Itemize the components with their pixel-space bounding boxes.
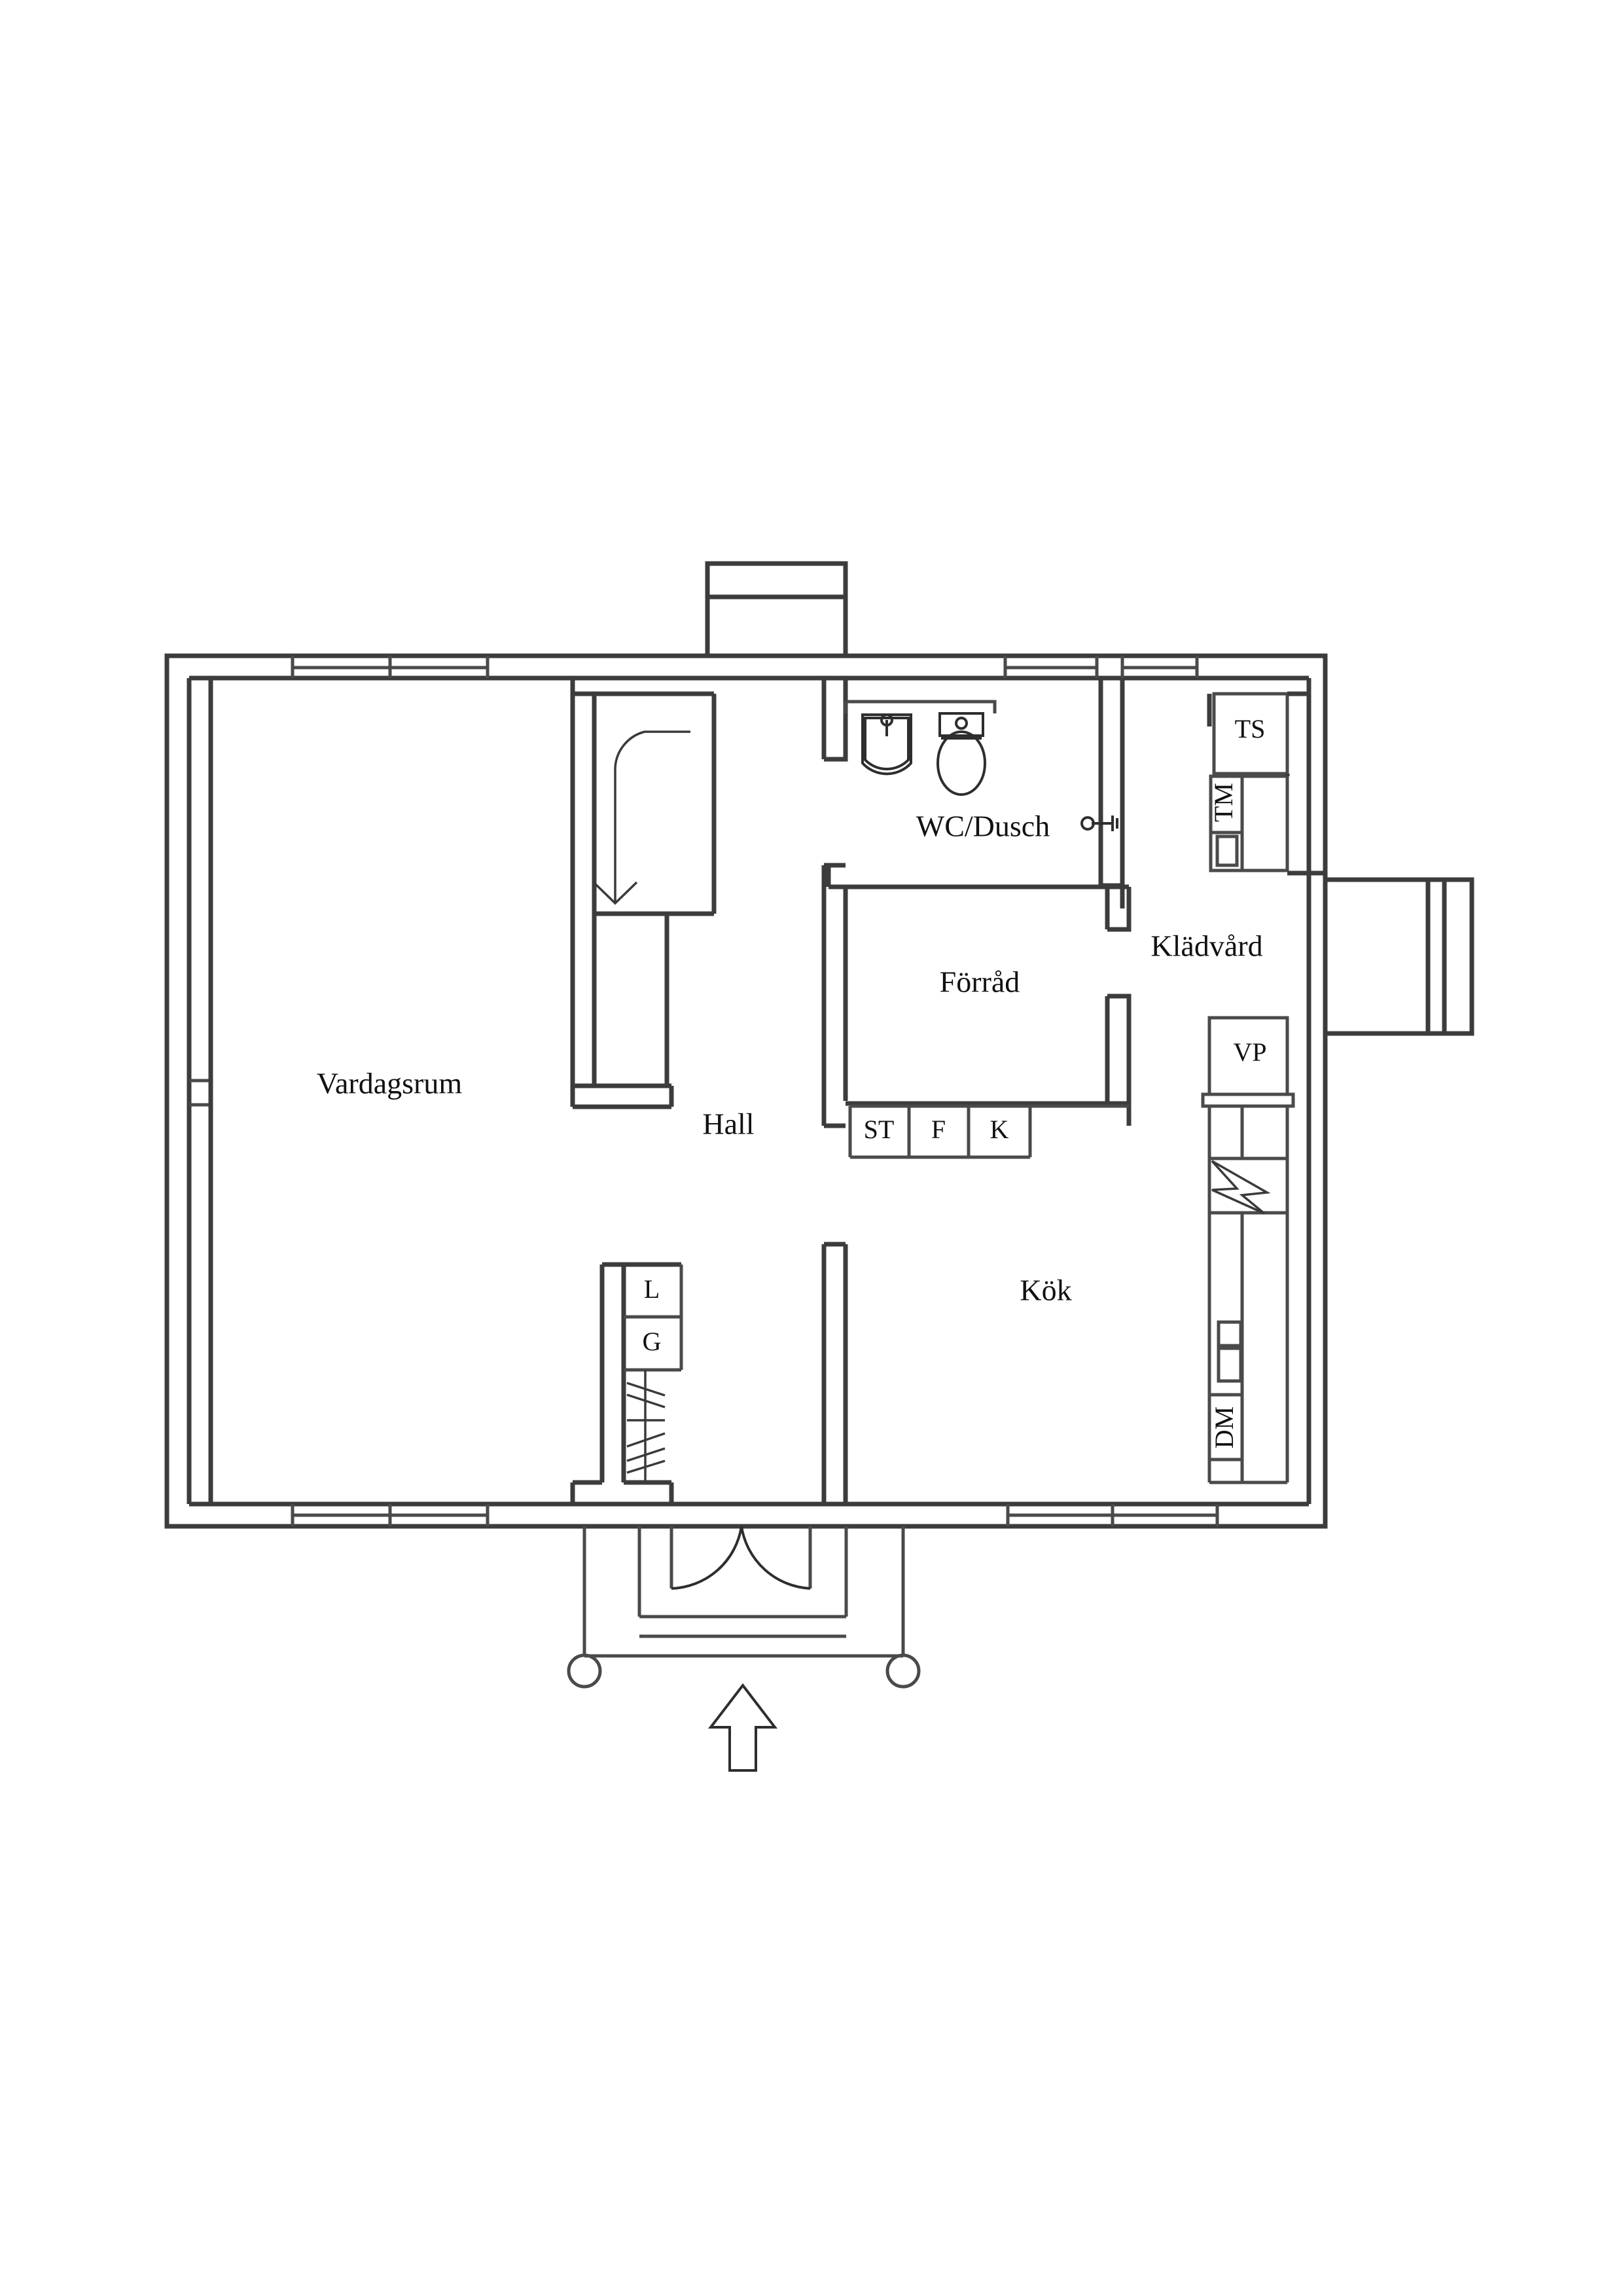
room-label-kladvard: Klädvård xyxy=(1150,929,1262,963)
room-label-forrad: Förråd xyxy=(940,965,1020,999)
hall-closet xyxy=(570,1262,683,1504)
appliance-label-f: F xyxy=(931,1115,946,1144)
porch-post-right xyxy=(885,1653,921,1689)
appliance-label-g: G xyxy=(643,1327,662,1356)
stair-down-arrow-icon xyxy=(592,730,690,905)
window-top-right-group xyxy=(1003,656,1199,678)
chimney-top xyxy=(705,561,848,658)
window-bottom-left-group xyxy=(291,1504,490,1526)
right-deck xyxy=(1323,877,1474,1036)
coat-rack-icon xyxy=(626,1370,666,1482)
kitchen-sink-icon xyxy=(1217,1320,1243,1383)
appliance-label-vp: VP xyxy=(1233,1037,1266,1067)
room-label-wc-dusch: WC/Dusch xyxy=(916,810,1050,843)
appliance-label-ts: TS xyxy=(1235,714,1266,744)
appliance-label-l: L xyxy=(644,1274,660,1304)
forrad-door-jamb xyxy=(1107,884,1132,1126)
building-outer-wall xyxy=(164,653,1328,1529)
appliance-label-st: ST xyxy=(864,1115,895,1144)
appliance-tm-box xyxy=(1209,774,1289,872)
kitchen-cabinet-row xyxy=(848,1104,1129,1159)
left-wall-notch xyxy=(189,1079,213,1107)
window-bottom-right-group xyxy=(1006,1504,1219,1526)
door-handle-icon xyxy=(1080,816,1118,831)
laundry-counter xyxy=(1285,691,1325,876)
room-label-vardagsrum: Vardagsrum xyxy=(317,1067,462,1100)
entrance-porch xyxy=(582,1526,905,1658)
sink-icon xyxy=(861,713,912,776)
room-label-hall: Hall xyxy=(702,1107,754,1141)
room-label-kok: Kök xyxy=(1020,1274,1071,1307)
entrance-up-arrow-icon xyxy=(707,1683,778,1772)
appliance-label-dm: DM xyxy=(1209,1407,1239,1448)
appliance-label-k: K xyxy=(990,1115,1009,1144)
appliance-dm-box xyxy=(1207,1393,1244,1462)
cooktop-icon xyxy=(1211,1160,1271,1215)
porch-post-left xyxy=(567,1653,602,1689)
toilet-icon xyxy=(936,712,986,796)
room-forrad-walls xyxy=(821,863,1110,1126)
stair-enclosure xyxy=(570,691,717,1109)
kok-hall-partition xyxy=(821,1123,848,1504)
appliance-label-tm: TM xyxy=(1209,783,1238,822)
window-top-left-group xyxy=(291,656,490,678)
appliance-vp-box xyxy=(1201,1016,1295,1108)
wc-counter xyxy=(844,700,997,713)
entry-door-swing-icon xyxy=(671,1526,811,1590)
